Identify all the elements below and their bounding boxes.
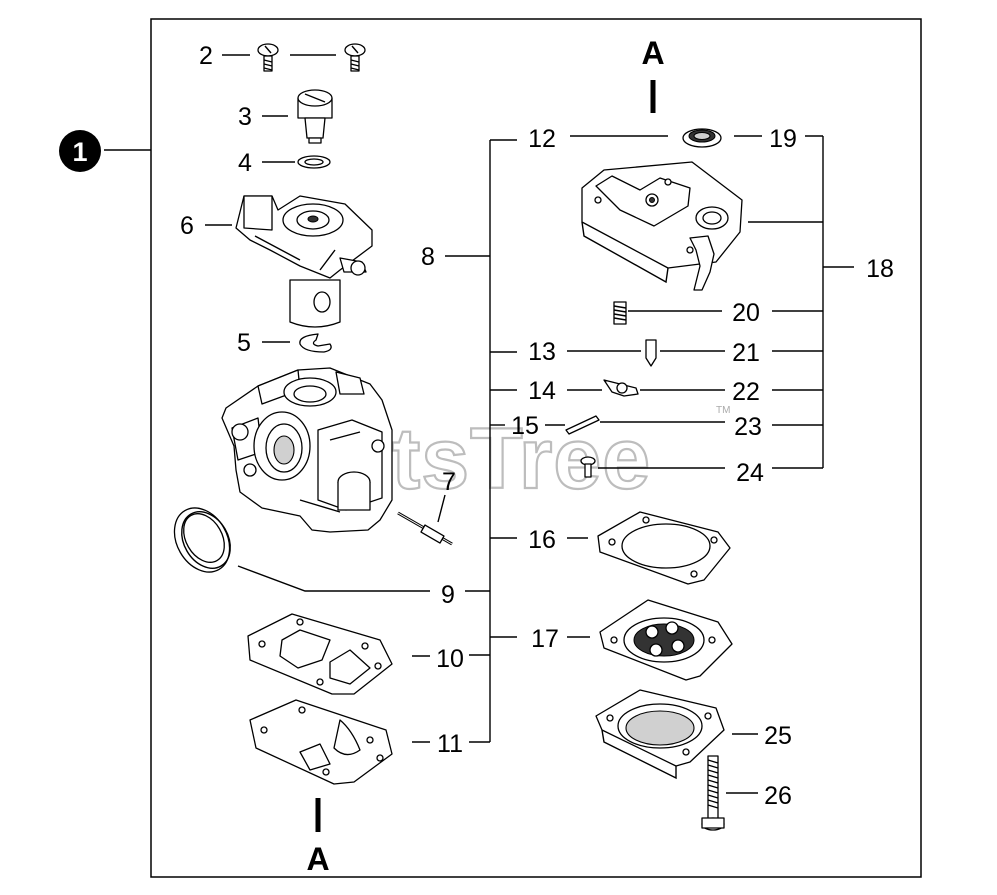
callout-22: 22 [732,378,760,406]
callout-4: 4 [238,149,252,177]
callout-3: 3 [238,103,252,131]
callout-17: 17 [531,625,559,653]
callout-26: 26 [764,782,792,810]
parts [173,43,743,831]
gasket-plate-part [249,699,393,785]
bolt-part [701,755,725,831]
callout-6: 6 [180,212,194,240]
callout-15: 15 [511,412,539,440]
o-ring-part [173,507,231,573]
callout-8: 8 [421,243,435,271]
callout-14: 14 [528,377,556,405]
needle-part [397,511,453,546]
callout-20: 20 [732,299,760,327]
callout-13: 13 [528,338,556,366]
callout-16: 16 [528,526,556,554]
pump-diaphragm-part [599,599,733,681]
callout-23: 23 [734,413,762,441]
small-screw-part [580,456,596,478]
callout-12: 12 [528,125,556,153]
pump-gasket-part [597,511,731,585]
diaphragm-cover-part [595,689,725,780]
connector-a-top: A [641,35,664,71]
callout-5: 5 [237,329,251,357]
valve-body-part [235,195,373,328]
callout-18: 18 [866,255,894,283]
main-assembly-marker [59,130,101,172]
callout-10: 10 [436,645,464,673]
watermark-trademark: TM [716,405,730,416]
screw-part [344,43,366,72]
diagram-frame [150,18,922,878]
callout-11: 11 [437,730,463,758]
clip-part [299,333,332,353]
adjusting-screw-part [297,89,333,144]
screw-part [257,43,279,72]
carburetor-body-part [221,367,393,533]
leader-lines [104,54,854,832]
lever-part [603,379,639,397]
filter-screen-part [682,128,722,148]
callout-labels: 1 2 3 4 6 5 7 8 9 10 11 12 13 14 15 16 1… [59,35,894,877]
callout-9: 9 [441,581,455,609]
callout-1: 1 [72,137,87,167]
callout-24: 24 [736,459,764,487]
connector-a-bottom: A [306,841,329,877]
callout-7: 7 [442,468,456,496]
gasket-part [247,613,393,695]
callout-2: 2 [199,42,213,70]
callout-19: 19 [769,125,797,153]
callout-21: 21 [732,339,760,367]
callout-25: 25 [764,722,792,750]
inlet-needle-part [645,339,657,367]
spring-part [613,301,627,325]
pin-part [565,415,600,435]
pump-cover-part [581,161,743,291]
